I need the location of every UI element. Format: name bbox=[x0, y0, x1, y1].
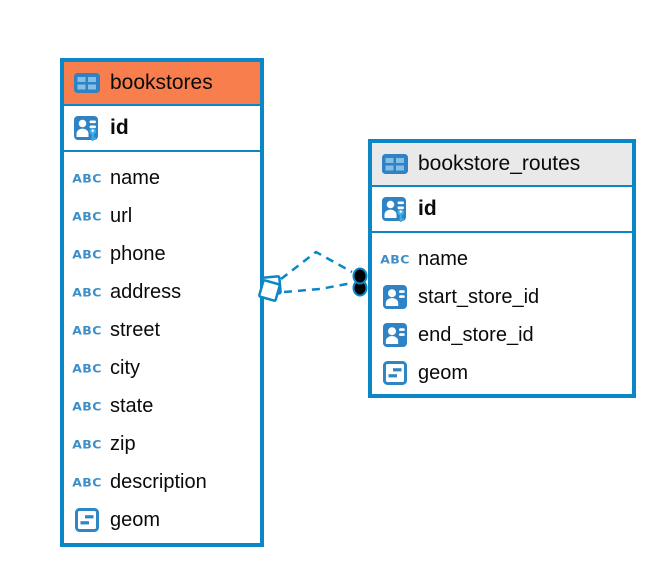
column-name: id bbox=[418, 197, 437, 220]
abc-text-type-icon: ABC bbox=[72, 171, 102, 185]
geometry-type-icon bbox=[381, 359, 409, 387]
column-row-start_store_id[interactable]: start_store_id bbox=[381, 278, 623, 316]
column-row-geom[interactable]: geom bbox=[381, 354, 623, 392]
edge-target-dot-markers[interactable] bbox=[352, 267, 368, 297]
column-name: city bbox=[110, 356, 140, 379]
primary-key-section: id bbox=[64, 106, 260, 152]
abc-text-type-icon: ABC bbox=[72, 285, 102, 299]
column-row-state[interactable]: ABC state bbox=[72, 387, 251, 425]
column-name: geom bbox=[418, 361, 469, 384]
table-title: bookstores bbox=[110, 71, 213, 94]
column-row-city[interactable]: ABC city bbox=[72, 349, 251, 387]
relationship-edge-1[interactable] bbox=[280, 250, 353, 280]
primary-key-person-icon bbox=[73, 114, 101, 142]
column-row-end_store_id[interactable]: end_store_id bbox=[381, 316, 623, 354]
abc-text-type-icon: ABC bbox=[72, 323, 102, 337]
column-name: name bbox=[418, 247, 469, 270]
abc-text-type-icon: ABC bbox=[380, 252, 410, 266]
column-row-phone[interactable]: ABC phone bbox=[72, 235, 251, 273]
column-name: zip bbox=[110, 432, 136, 455]
column-name: description bbox=[110, 470, 207, 493]
column-row-url[interactable]: ABC url bbox=[72, 197, 251, 235]
column-name: start_store_id bbox=[418, 285, 540, 308]
column-row-description[interactable]: ABC description bbox=[72, 463, 251, 501]
column-name: geom bbox=[110, 508, 161, 531]
abc-text-type-icon: ABC bbox=[72, 399, 102, 413]
column-name: state bbox=[110, 394, 154, 417]
foreign-key-person-icon bbox=[381, 321, 409, 349]
column-name: phone bbox=[110, 242, 166, 265]
abc-text-type-icon: ABC bbox=[72, 437, 102, 451]
edge-source-square-2[interactable] bbox=[258, 279, 281, 302]
abc-text-type-icon: ABC bbox=[72, 247, 102, 261]
column-row-id[interactable]: id bbox=[381, 190, 623, 228]
table-icon bbox=[381, 150, 409, 178]
column-name: url bbox=[110, 204, 133, 227]
table-header[interactable]: bookstores bbox=[64, 62, 260, 106]
abc-text-type-icon: ABC bbox=[72, 361, 102, 375]
column-name: id bbox=[110, 116, 129, 139]
column-row-id[interactable]: id bbox=[73, 109, 251, 147]
table-title: bookstore_routes bbox=[418, 152, 581, 175]
column-row-name[interactable]: ABC name bbox=[72, 159, 251, 197]
foreign-key-person-icon bbox=[381, 283, 409, 311]
primary-key-person-icon bbox=[381, 195, 409, 223]
column-name: name bbox=[110, 166, 161, 189]
abc-text-type-icon: ABC bbox=[72, 209, 102, 223]
primary-key-section: id bbox=[372, 187, 632, 233]
column-name: address bbox=[110, 280, 182, 303]
table-header[interactable]: bookstore_routes bbox=[372, 143, 632, 187]
column-row-geom[interactable]: geom bbox=[73, 501, 251, 539]
relationship-edge-2[interactable] bbox=[283, 281, 353, 294]
table-icon bbox=[73, 69, 101, 97]
column-name: end_store_id bbox=[418, 323, 534, 346]
edge-target-dot-1[interactable] bbox=[352, 267, 368, 285]
table-bookstore-routes[interactable]: bookstore_routes id ABC name start_store_i… bbox=[368, 139, 636, 398]
abc-text-type-icon: ABC bbox=[72, 475, 102, 489]
column-row-zip[interactable]: ABC zip bbox=[72, 425, 251, 463]
column-name: street bbox=[110, 318, 161, 341]
column-row-street[interactable]: ABC street bbox=[72, 311, 251, 349]
column-row-name[interactable]: ABC name bbox=[380, 240, 623, 278]
column-row-address[interactable]: ABC address bbox=[72, 273, 251, 311]
edge-source-square-markers[interactable] bbox=[258, 275, 282, 302]
geometry-type-icon bbox=[73, 506, 101, 534]
